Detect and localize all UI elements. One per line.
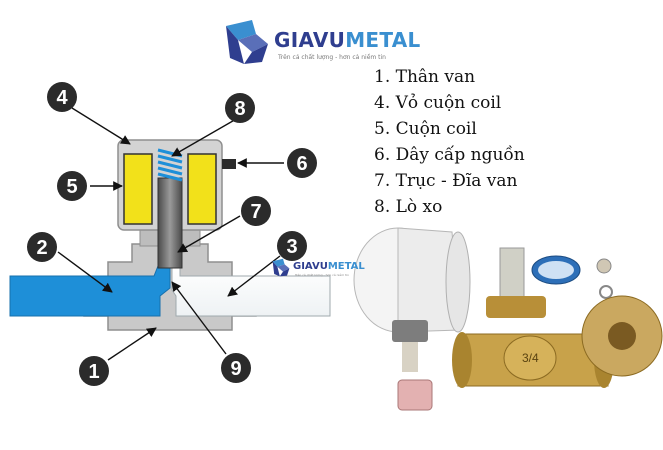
watermark-slogan: Trên cả chất lượng - hơn cả niềm tin — [295, 273, 349, 277]
legend-item: 7. Trục - Đĩa van — [374, 171, 518, 191]
watermark-logo-icon — [272, 258, 290, 277]
photo-small-parts — [531, 255, 663, 377]
callout-arrows — [57, 107, 284, 361]
photo-brass-valve: 3/4 — [452, 247, 614, 388]
parts-legend: 1. Thân van 4. Vỏ cuộn coil 5. Cuộn coil… — [374, 64, 525, 220]
coil-left — [123, 153, 153, 225]
power-connector — [222, 159, 236, 169]
legend-item: 4. Vỏ cuộn coil — [374, 93, 502, 113]
callout-label-4: 4 — [56, 87, 68, 109]
callout-label-1: 1 — [88, 361, 99, 383]
legend-item: 8. Lò xo — [374, 197, 443, 217]
brand-name: GIAVUMETAL — [274, 28, 421, 52]
callout-label-2: 2 — [36, 237, 47, 259]
spring — [157, 148, 183, 182]
legend-item: 6. Dây cấp nguồn — [374, 145, 525, 165]
callout-markers — [27, 82, 317, 386]
callout-label-7: 7 — [250, 201, 261, 223]
brand-watermark: GIAVUMETAL Trên cả chất lượng - hơn cả n… — [271, 256, 365, 278]
callout-label-9: 9 — [230, 358, 241, 380]
svg-text:3/4: 3/4 — [522, 351, 539, 365]
valve-stem — [157, 177, 183, 269]
callout-label-3: 3 — [286, 236, 297, 258]
photo-coil-cap — [353, 227, 471, 411]
callout-label-5: 5 — [66, 176, 77, 198]
brand-logo-icon — [226, 20, 268, 64]
brand-slogan: Trên cả chất lượng - hơn cả niềm tin — [278, 54, 386, 61]
legend-item: 5. Cuộn coil — [374, 119, 477, 139]
callout-label-8: 8 — [234, 98, 245, 120]
callout-label-6: 6 — [296, 153, 307, 175]
outlet-pipe — [171, 265, 331, 317]
coil-right — [187, 153, 217, 225]
watermark-name: GIAVUMETAL — [293, 261, 365, 272]
inlet-flow — [9, 265, 171, 317]
brand-logo: GIAVUMETAL Trên cả chất lượng - hơn cả n… — [222, 18, 422, 72]
legend-item: 1. Thân van — [374, 67, 476, 87]
